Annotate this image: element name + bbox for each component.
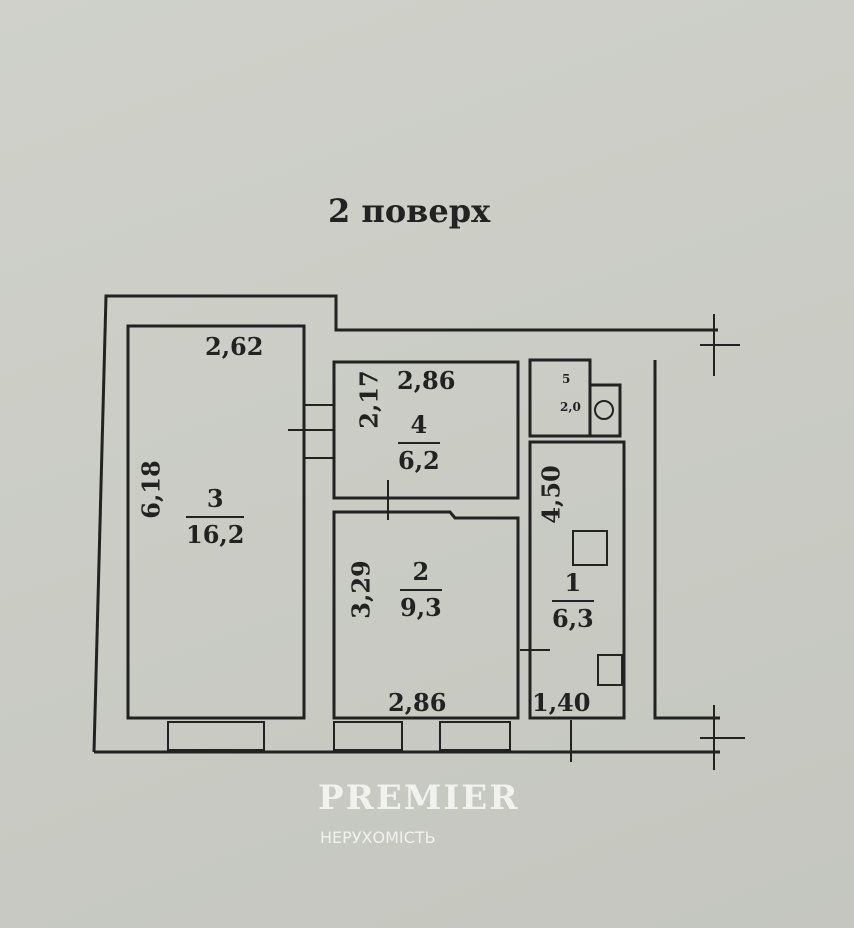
room-1-width: 1,40 [532,688,591,717]
room-5-area: 2,0 [560,400,581,414]
floor-title: 2 поверх [328,192,491,230]
room-3-width: 2,62 [205,332,264,361]
room-4-length: 2,17 [354,370,384,429]
room-3-length: 6,18 [136,460,166,519]
room-1-length: 4,50 [536,465,566,524]
watermark-subtitle: НЕРУХОМІСТЬ [320,828,436,847]
room-5-number: 5 [562,372,571,386]
room-2-width: 2,86 [388,688,447,717]
watermark-brand: PREMIER [318,778,520,818]
room-2-length: 3,29 [346,560,376,619]
room-4-width: 2,86 [397,366,456,395]
